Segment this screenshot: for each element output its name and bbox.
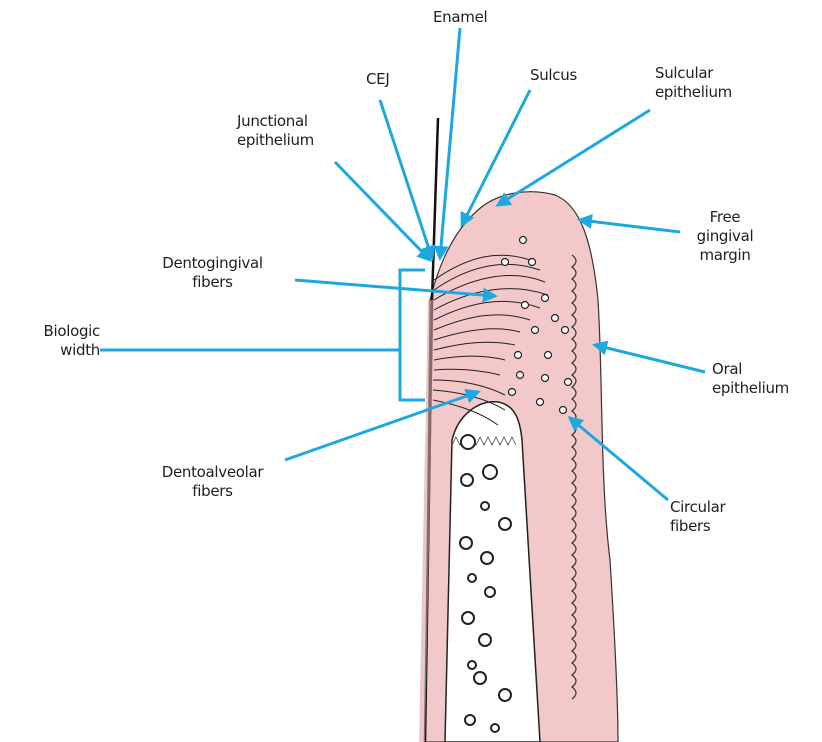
arrow-oral-epithelium [595, 345, 705, 372]
arrow-sulcular-epithelium [498, 110, 650, 205]
label-cej: CEJ [366, 70, 389, 89]
arrow-free-gingival-margin [580, 220, 680, 232]
label-enamel: Enamel [433, 8, 487, 27]
arrow-enamel [440, 28, 460, 258]
label-sulcus: Sulcus [530, 66, 577, 85]
